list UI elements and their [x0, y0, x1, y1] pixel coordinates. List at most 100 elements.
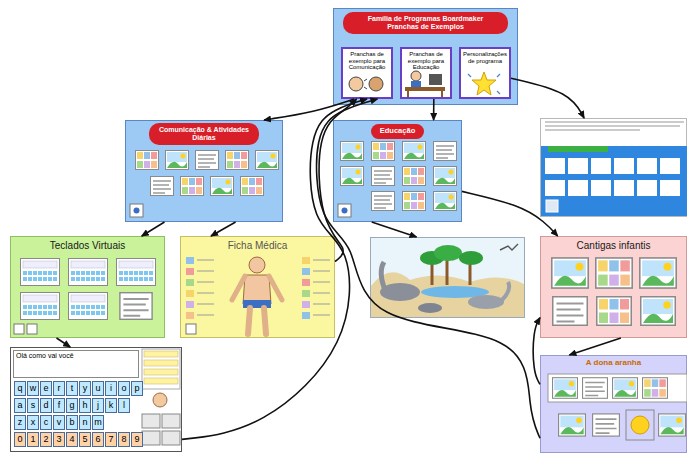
body-figure — [302, 290, 310, 297]
education-thumbnails — [338, 142, 457, 218]
body-figure — [302, 268, 310, 275]
spider-song-board — [548, 374, 687, 402]
connector-arrow — [142, 222, 165, 236]
button-pictures — [411, 81, 421, 87]
customization-screen — [541, 146, 687, 216]
connector-arrow — [264, 99, 354, 120]
screenshot-panel: Teclados Virtuais — [10, 236, 165, 338]
education-thumbnails — [434, 167, 457, 186]
song-thumbnails — [553, 297, 588, 326]
panel-title: Comunicação & Atividades Diárias — [149, 123, 259, 145]
screenshot-panel: Comunicação & Atividades Diárias — [125, 120, 283, 222]
song-thumbnails — [552, 258, 588, 288]
dinosaur-scene — [421, 286, 489, 298]
dinosaur-scene — [380, 283, 420, 301]
keyboard-side-panel — [162, 431, 180, 445]
body-figure — [302, 301, 310, 308]
communication-thumbnails — [136, 151, 159, 170]
customization-screen — [637, 158, 657, 174]
customization-screen — [591, 158, 611, 174]
button-pictures — [429, 74, 442, 85]
body-figure — [186, 257, 194, 264]
education-thumbnails — [372, 142, 395, 161]
customization-screen — [614, 158, 634, 174]
dinosaur-scene — [459, 251, 483, 265]
button-pictures — [405, 87, 445, 91]
key-label: w — [27, 381, 39, 396]
communication-thumbnails — [130, 151, 279, 218]
keyboard-thumbnails — [21, 293, 60, 320]
connector-arrow — [317, 99, 540, 438]
key-label: a — [14, 398, 26, 413]
spider-song-board — [593, 414, 620, 436]
keyboard-side-panel — [142, 431, 160, 445]
button-pictures — [468, 74, 500, 94]
button-pictures — [411, 71, 421, 81]
keyboard-thumbnails — [117, 259, 156, 286]
customization-screen — [591, 180, 611, 196]
key-row: qwertyuiop — [14, 381, 143, 396]
education-thumbnails — [403, 142, 426, 161]
song-thumbnails — [641, 297, 676, 326]
button-label: Personalizações de programa — [461, 49, 509, 64]
education-thumbnails — [403, 167, 426, 186]
key-label: z — [14, 415, 26, 430]
dinosaur-scene — [418, 303, 442, 313]
dinosaur-scene — [468, 295, 504, 309]
key-label: u — [92, 381, 104, 396]
communication-thumbnails — [166, 151, 189, 170]
button-pictures — [369, 77, 383, 91]
education-thumbnails — [434, 142, 457, 161]
key-label: j — [92, 398, 104, 413]
keyboard-side-panel — [153, 393, 167, 407]
button-label: Pranchas de exemplo para Comunicação — [343, 49, 391, 71]
body-figure — [302, 257, 310, 264]
keyboard-side-panel — [142, 349, 180, 445]
body-figure — [186, 301, 194, 308]
menu-button: Pranchas de exemplo para Educação — [400, 47, 452, 99]
key-label: t — [66, 381, 78, 396]
connector-arrow — [569, 338, 620, 355]
dinosaur-scene — [420, 251, 444, 265]
communication-thumbnails — [226, 151, 249, 170]
key-label: 5 — [79, 432, 91, 447]
body-figure — [243, 300, 271, 308]
key-label: 4 — [66, 432, 78, 447]
key-label: x — [27, 415, 39, 430]
panel-title: A dona aranha — [541, 358, 686, 368]
body-figure — [186, 312, 194, 319]
key-label: 8 — [118, 432, 130, 447]
body-figure — [302, 279, 310, 286]
keyboard-thumbnails — [120, 293, 152, 320]
dinosaur-scene — [381, 262, 385, 290]
key-label: g — [66, 398, 78, 413]
screenshot-panel — [370, 237, 525, 318]
body-figure — [313, 315, 330, 316]
key-label: 6 — [92, 432, 104, 447]
key-label: q — [14, 381, 26, 396]
key-label: i — [105, 381, 117, 396]
key-label: o — [118, 381, 130, 396]
body-figure — [186, 257, 330, 334]
spider-song-board — [583, 378, 608, 399]
body-figure — [197, 282, 214, 283]
connector-arrow — [533, 318, 540, 385]
body-figure — [302, 312, 310, 319]
menu-button: Pranchas de exemplo para Comunicação — [341, 47, 393, 99]
button-label: Pranchas de exemplo para Educação — [402, 49, 450, 71]
customization-screen — [541, 122, 687, 216]
song-thumbnails — [596, 258, 632, 288]
dinosaur-scene — [502, 282, 509, 300]
dinosaur-scene — [500, 244, 518, 250]
body-figure — [248, 308, 266, 334]
button-pictures — [472, 72, 496, 95]
key-label: 9 — [131, 432, 143, 447]
keyboard-thumbnails — [69, 259, 108, 286]
communication-thumbnails — [130, 204, 143, 217]
key-label: v — [53, 415, 65, 430]
key-label: m — [92, 415, 104, 430]
customization-screen — [637, 180, 657, 196]
song-thumbnails — [640, 258, 676, 288]
key-label: h — [79, 398, 91, 413]
